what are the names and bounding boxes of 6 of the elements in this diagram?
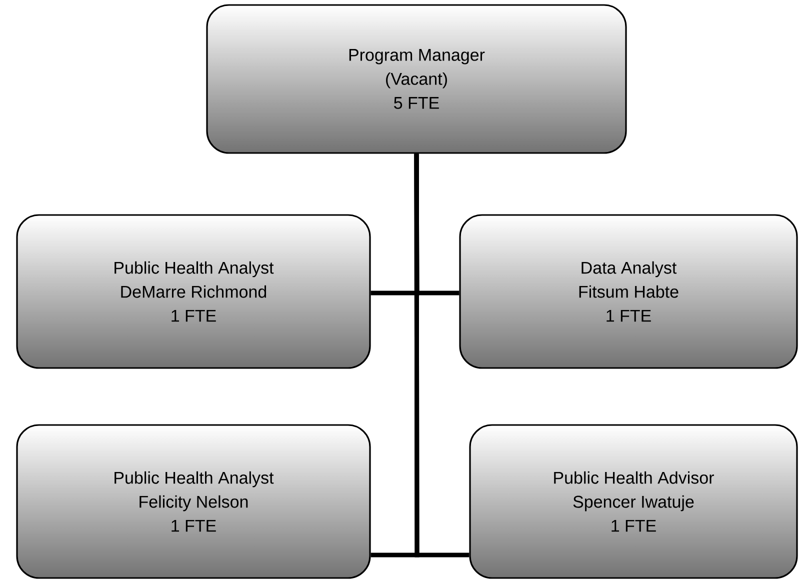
- org-box: Public Health Advisor Spencer Iwatuje 1 FTE: [469, 424, 798, 579]
- org-box: Data Analyst Fitsum Habte 1 FTE: [459, 214, 798, 369]
- org-box: Public Health Analyst DeMarre Richmond 1 FTE: [16, 214, 371, 369]
- org-box: Public Health Analyst Felicity Nelson 1 FTE: [16, 424, 371, 579]
- org-box: Program Manager (Vacant) 5 FTE: [206, 4, 627, 154]
- connector-line: [414, 154, 470, 558]
